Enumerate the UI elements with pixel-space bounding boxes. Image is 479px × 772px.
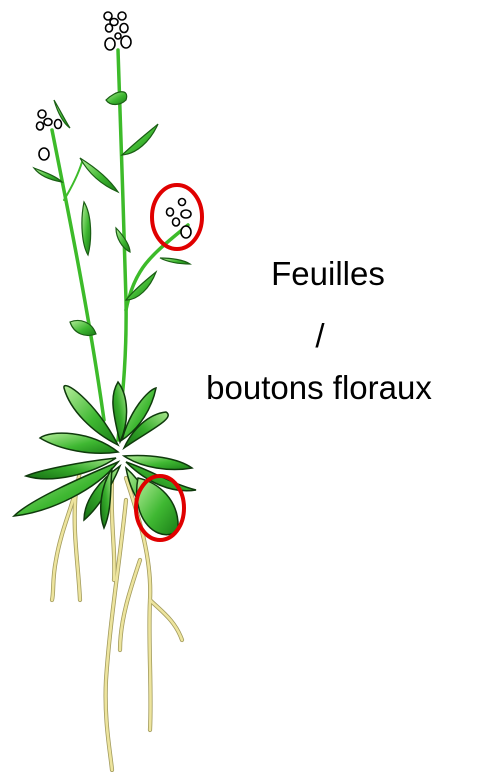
caption-boutons-floraux: boutons floraux	[160, 368, 478, 408]
flower-bud-icon	[37, 12, 192, 238]
caption-feuilles: Feuilles	[228, 254, 428, 294]
caption-separator: /	[290, 316, 350, 356]
